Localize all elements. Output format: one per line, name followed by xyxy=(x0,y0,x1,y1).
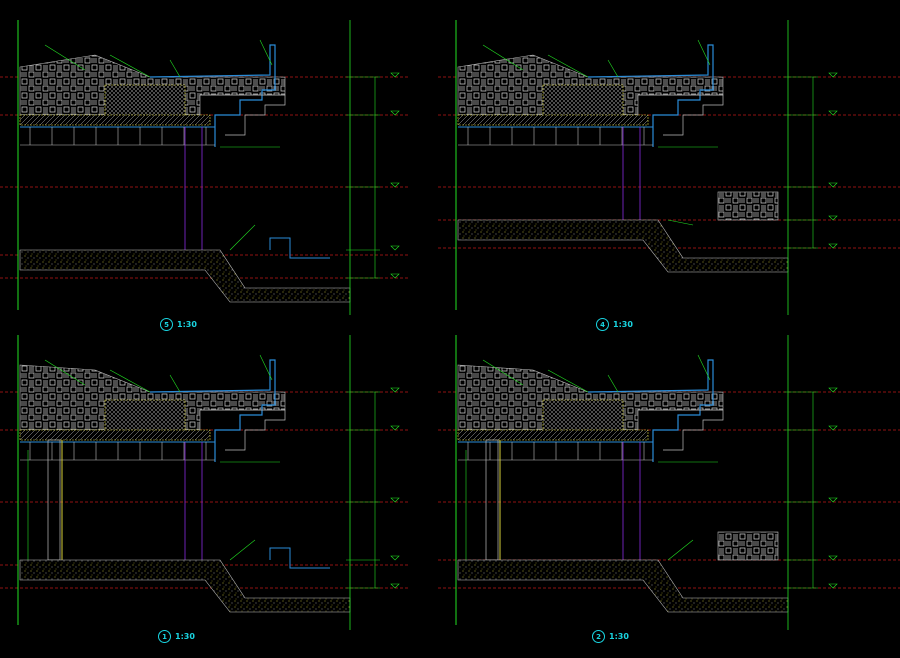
section-callout: 2 1:30 xyxy=(592,630,629,643)
column xyxy=(47,439,61,561)
curb-line xyxy=(269,237,330,259)
section-callout: 5 1:30 xyxy=(160,318,197,331)
leader-line xyxy=(259,354,273,381)
section-number: 4 xyxy=(596,318,609,331)
elevation-marker xyxy=(390,387,400,393)
waterproof-line xyxy=(587,359,714,462)
pit-fill xyxy=(717,531,779,561)
section-panel-5 xyxy=(0,20,410,315)
section-panel-1 xyxy=(0,335,410,630)
step-outline xyxy=(200,94,286,136)
leader-line xyxy=(482,359,524,386)
slab-line xyxy=(20,441,216,462)
elevation-marker xyxy=(390,110,400,116)
leader-line xyxy=(667,219,694,226)
concrete-layer xyxy=(457,429,649,441)
crosshatch-slab xyxy=(104,84,186,118)
elevation-marker xyxy=(828,110,838,116)
section-scale: 1:30 xyxy=(609,632,629,641)
elevation-marker xyxy=(390,72,400,78)
leader-line xyxy=(44,359,86,386)
leader-line xyxy=(697,354,711,381)
waterproof-line xyxy=(149,359,276,462)
elevation-marker xyxy=(828,555,838,561)
step-outline xyxy=(638,94,724,136)
leader-line xyxy=(109,369,151,393)
waterproof-line xyxy=(149,44,276,147)
crosshatch-slab xyxy=(542,84,624,118)
elevation-marker xyxy=(828,425,838,431)
leader-line xyxy=(259,39,273,66)
section-panel-4 xyxy=(438,20,900,315)
leader-line xyxy=(482,44,524,71)
leader-line xyxy=(109,54,151,78)
section-number: 2 xyxy=(592,630,605,643)
section-scale: 1:30 xyxy=(177,320,197,329)
concrete-layer xyxy=(19,114,211,126)
curb-line xyxy=(269,547,330,569)
elevation-marker xyxy=(828,215,838,221)
slab-line xyxy=(20,126,216,147)
section-callout: 1 1:30 xyxy=(158,630,195,643)
ground-fill xyxy=(457,559,789,613)
leader-line xyxy=(607,374,619,393)
column xyxy=(485,439,499,561)
section-callout: 4 1:30 xyxy=(596,318,633,331)
concrete-layer xyxy=(457,114,649,126)
elevation-marker xyxy=(390,583,400,589)
slab-line xyxy=(458,441,654,462)
leader-line xyxy=(169,374,181,393)
leader-line xyxy=(229,224,256,251)
section-panel-2 xyxy=(438,335,900,630)
step-outline xyxy=(638,409,724,451)
pit-fill xyxy=(717,191,779,221)
elevation-marker xyxy=(828,497,838,503)
elevation-marker xyxy=(828,72,838,78)
step-outline xyxy=(200,409,286,451)
leader-line xyxy=(229,539,256,561)
section-number: 5 xyxy=(160,318,173,331)
leader-line xyxy=(607,59,619,78)
elevation-marker xyxy=(390,555,400,561)
elevation-marker xyxy=(390,273,400,279)
leader-line xyxy=(547,54,589,78)
elevation-marker xyxy=(828,583,838,589)
elevation-marker xyxy=(390,182,400,188)
leader-line xyxy=(697,39,711,66)
concrete-layer xyxy=(19,429,211,441)
elevation-marker xyxy=(390,425,400,431)
elevation-marker xyxy=(828,387,838,393)
elevation-marker xyxy=(390,245,400,251)
leader-line xyxy=(547,369,589,393)
ground-fill xyxy=(457,219,789,273)
section-scale: 1:30 xyxy=(613,320,633,329)
leader-line xyxy=(169,59,181,78)
waterproof-line xyxy=(587,44,714,147)
crosshatch-slab xyxy=(542,399,624,433)
leader-line xyxy=(44,44,86,71)
elevation-marker xyxy=(828,243,838,249)
elevation-marker xyxy=(828,182,838,188)
leader-line xyxy=(667,539,694,561)
section-scale: 1:30 xyxy=(175,632,195,641)
section-number: 1 xyxy=(158,630,171,643)
slab-line xyxy=(458,126,654,147)
elevation-marker xyxy=(390,497,400,503)
crosshatch-slab xyxy=(104,399,186,433)
